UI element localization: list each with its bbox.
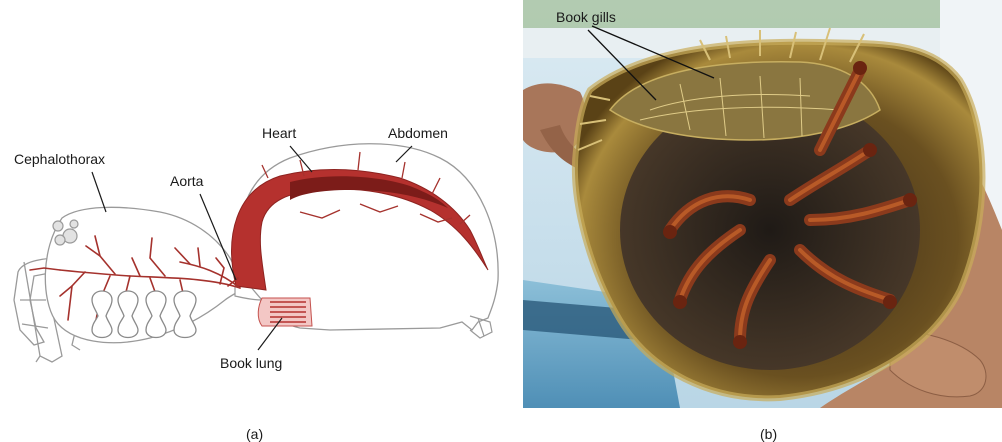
caption-b: (b)	[760, 426, 777, 442]
label-heart: Heart	[262, 125, 296, 141]
leader-cephalothorax	[92, 172, 106, 212]
label-book-lung: Book lung	[220, 355, 282, 371]
label-book-gills: Book gills	[556, 9, 616, 25]
horseshoe-crab-photo: Book gills (b)	[520, 0, 1002, 442]
caption-a: (a)	[246, 426, 263, 442]
label-abdomen: Abdomen	[388, 125, 448, 141]
spider-anatomy-diagram: Cephalothorax Aorta Heart Abdomen Book l…	[0, 0, 515, 442]
label-aorta: Aorta	[170, 173, 204, 189]
label-cephalothorax: Cephalothorax	[14, 151, 105, 167]
